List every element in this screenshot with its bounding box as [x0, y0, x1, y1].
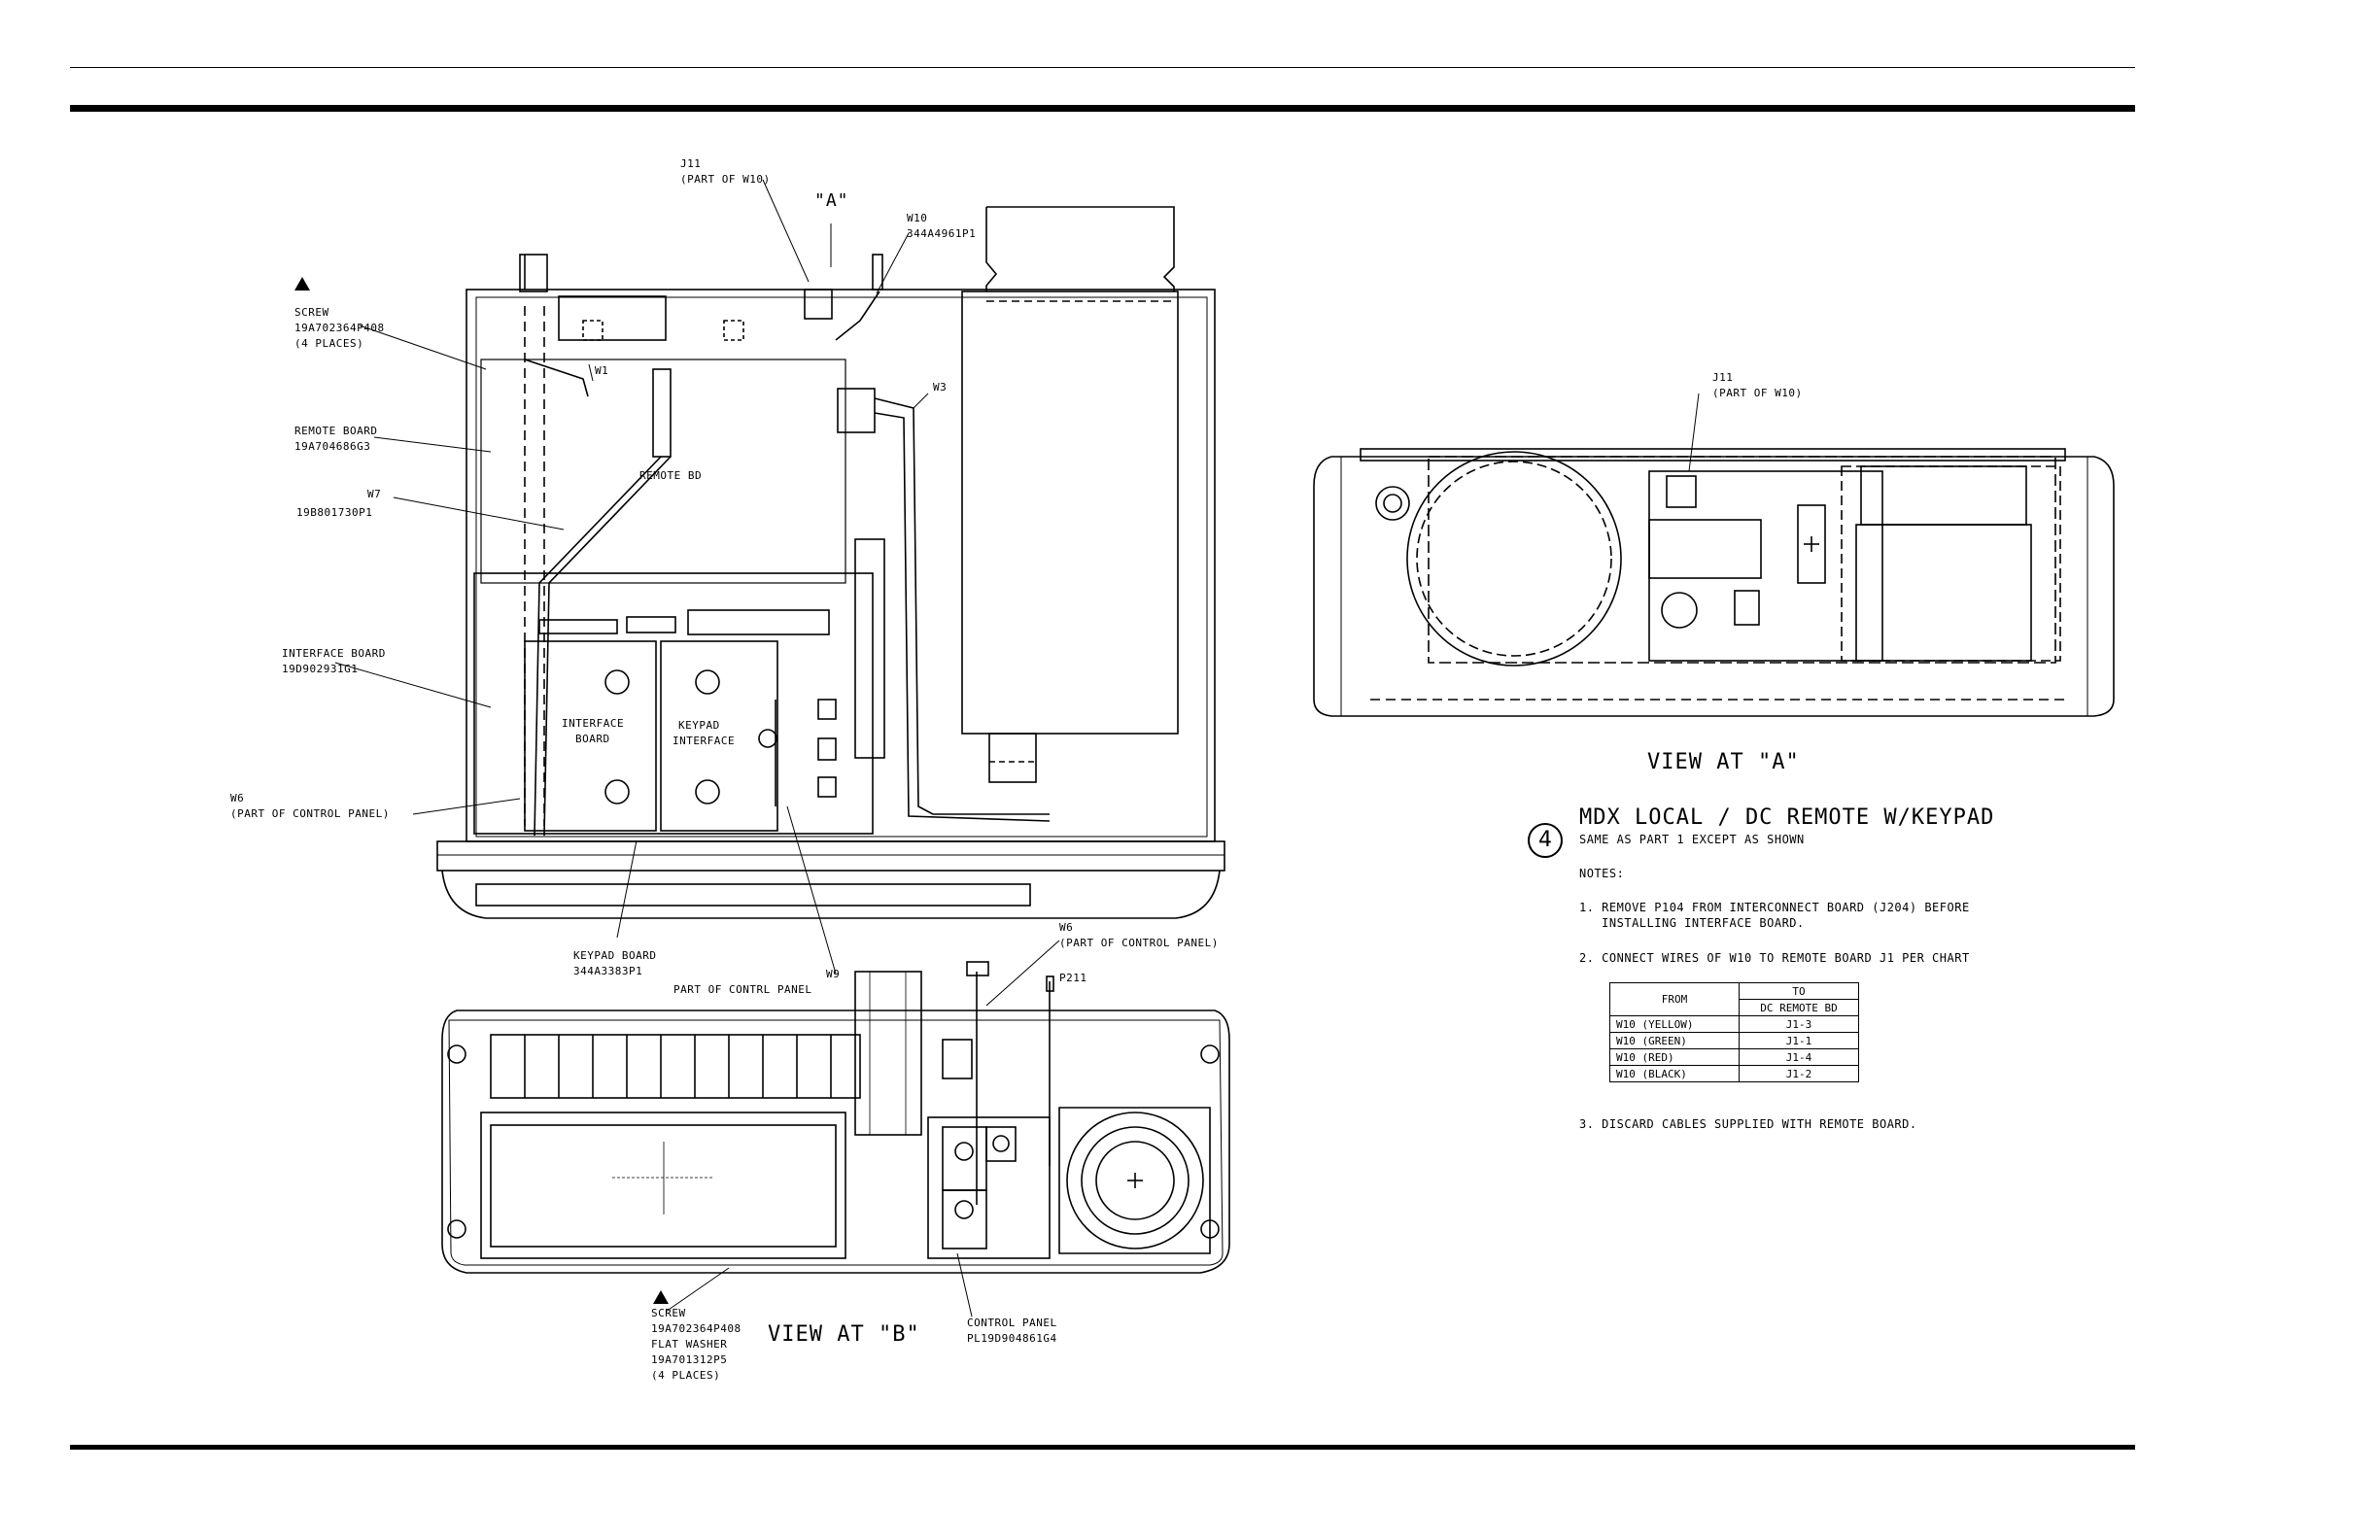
- interface-board-text-1: INTERFACE: [562, 717, 625, 730]
- notes-heading: MDX LOCAL / DC REMOTE W/KEYPAD: [1579, 805, 1995, 830]
- view-b-title: VIEW AT "B": [768, 1322, 920, 1347]
- warning-icon: [294, 277, 310, 291]
- view-a-title: VIEW AT "A": [1647, 750, 1800, 774]
- w6-right-label: W6: [1059, 921, 1074, 934]
- interface-board-part-number: 19D902931G1: [282, 663, 359, 675]
- view-b-screw-label: SCREW: [651, 1307, 686, 1319]
- w3-label: W3: [933, 381, 948, 394]
- warning-icon: [653, 1290, 669, 1304]
- wire-chart-to-cell: J1-3: [1739, 1015, 1859, 1033]
- w9-sub-label: PART OF CONTRL PANEL: [673, 983, 812, 996]
- remote-bd-label: REMOTE BD: [639, 469, 703, 482]
- notes-subheading: SAME AS PART 1 EXCEPT AS SHOWN: [1579, 833, 1805, 846]
- j11-sub-label: (PART OF W10): [680, 173, 771, 186]
- keypad-interface-text-2: INTERFACE: [673, 735, 736, 747]
- keypad-board-part-number: 344A3383P1: [573, 965, 643, 977]
- keypad-board-label: KEYPAD BOARD: [573, 949, 657, 962]
- remote-board-part-number: 19A704686G3: [294, 440, 371, 453]
- view-a-j11-sub-label: (PART OF W10): [1712, 387, 1803, 399]
- note-2: 2. CONNECT WIRES OF W10 TO REMOTE BOARD …: [1579, 951, 1970, 965]
- w6-left-sub-label: (PART OF CONTROL PANEL): [230, 807, 390, 820]
- p211-label: P211: [1059, 972, 1087, 984]
- wire-chart-table: FROM TO DC REMOTE BD W10 (YELLOW) J1-3 W…: [1609, 982, 1859, 1082]
- bottom-rule: [70, 1445, 2135, 1450]
- view-a-j11-label: J11: [1712, 371, 1734, 384]
- note-3: 3. DISCARD CABLES SUPPLIED WITH REMOTE B…: [1579, 1117, 1917, 1131]
- notes-label: NOTES:: [1579, 867, 1625, 880]
- leader-lines: [334, 179, 1700, 1318]
- w6-left-label: W6: [230, 792, 245, 804]
- w10-part-number: 344A4961P1: [907, 227, 977, 240]
- table-row: W10 (RED) J1-4: [1609, 1048, 1859, 1066]
- w1-label: W1: [595, 364, 609, 377]
- w6-right-sub-label: (PART OF CONTROL PANEL): [1059, 937, 1219, 949]
- view-b-screw-part-number: 19A702364P408: [651, 1322, 742, 1335]
- view-a-rear-panel: [1313, 448, 2115, 717]
- main-chassis-view: [436, 206, 1225, 919]
- w7-part-number: 19B801730P1: [296, 506, 373, 519]
- wire-chart-from-cell: W10 (YELLOW): [1609, 1015, 1740, 1033]
- wire-chart-to-cell: J1-2: [1739, 1065, 1859, 1082]
- wire-chart-from-cell: W10 (BLACK): [1609, 1065, 1740, 1082]
- step-number-circle: 4: [1528, 823, 1563, 858]
- top-thin-rule: [70, 67, 2135, 68]
- screw-places: (4 PLACES): [294, 337, 364, 350]
- wire-chart-to-sub-header: DC REMOTE BD: [1739, 999, 1859, 1016]
- remote-board-label: REMOTE BOARD: [294, 425, 378, 437]
- w7-label: W7: [367, 488, 382, 500]
- table-row: W10 (BLACK) J1-2: [1609, 1065, 1859, 1082]
- screw-label: SCREW: [294, 306, 329, 319]
- view-a-marker: "A": [814, 190, 849, 211]
- top-rule: [70, 105, 2135, 112]
- view-b-places: (4 PLACES): [651, 1369, 721, 1382]
- w9-label: W9: [826, 968, 841, 980]
- note-1-line-1: 1. REMOVE P104 FROM INTERCONNECT BOARD (…: [1579, 901, 1970, 914]
- view-b-washer-part-number: 19A701312P5: [651, 1353, 728, 1366]
- control-panel-label: CONTROL PANEL: [967, 1317, 1057, 1329]
- note-1-line-2: INSTALLING INTERFACE BOARD.: [1579, 916, 1805, 930]
- view-b-front-panel: [441, 961, 1230, 1274]
- wire-chart-to-header: TO: [1739, 982, 1859, 1000]
- wire-chart-from-cell: W10 (RED): [1609, 1048, 1740, 1066]
- wire-chart-from-cell: W10 (GREEN): [1609, 1032, 1740, 1049]
- interface-board-text-2: BOARD: [575, 733, 610, 745]
- view-b-washer-label: FLAT WASHER: [651, 1338, 728, 1351]
- wire-chart-to-cell: J1-4: [1739, 1048, 1859, 1066]
- control-panel-part-number: PL19D904861G4: [967, 1332, 1057, 1345]
- table-row: W10 (YELLOW) J1-3: [1609, 1015, 1859, 1033]
- interface-board-label: INTERFACE BOARD: [282, 647, 386, 660]
- wire-chart-to-cell: J1-1: [1739, 1032, 1859, 1049]
- screw-part-number: 19A702364P408: [294, 322, 385, 334]
- wire-chart-from-header: FROM: [1609, 982, 1740, 1016]
- w10-label: W10: [907, 212, 928, 224]
- table-row: W10 (GREEN) J1-1: [1609, 1032, 1859, 1049]
- j11-label: J11: [680, 157, 702, 170]
- keypad-interface-text-1: KEYPAD: [678, 719, 720, 732]
